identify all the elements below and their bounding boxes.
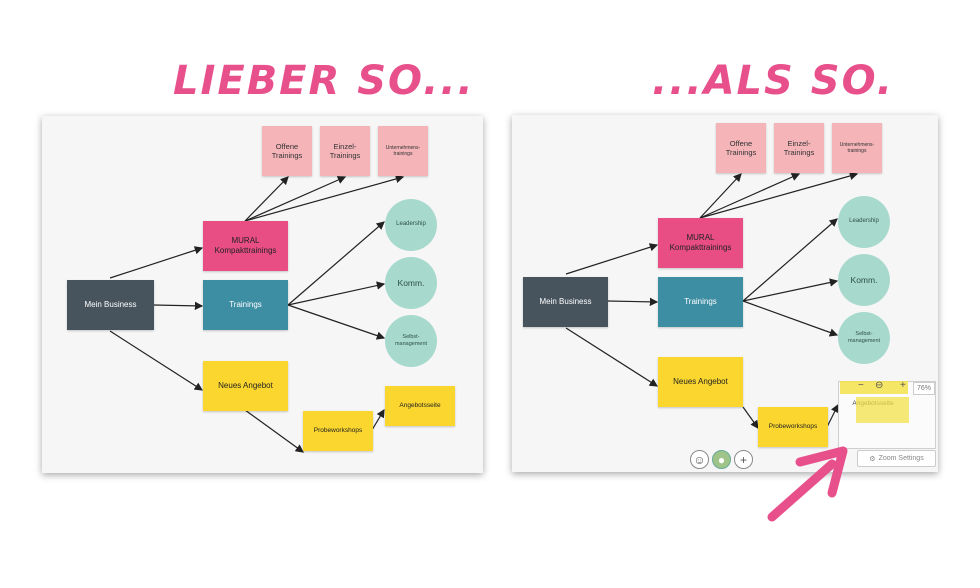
zoom-viewport-frame[interactable] bbox=[856, 397, 909, 423]
node-r-offene-trainings[interactable]: Offene Trainings bbox=[716, 123, 766, 173]
node-r-einzel-trainings[interactable]: Einzel- Trainings bbox=[774, 123, 824, 173]
arrow-business-mural bbox=[109, 246, 204, 279]
zoom-slider-bar[interactable] bbox=[840, 381, 908, 394]
arrow-r-business-angebot bbox=[565, 327, 659, 387]
node-komm[interactable]: Komm. bbox=[385, 257, 437, 309]
arrow-probe-angebotsseite bbox=[371, 408, 385, 431]
node-r-selbstmanagement[interactable]: Selbst- management bbox=[838, 312, 890, 364]
node-probeworkshops[interactable]: Probeworkshops bbox=[303, 411, 373, 451]
node-r-neues-angebot[interactable]: Neues Angebot bbox=[658, 357, 743, 407]
arrow-business-angebot bbox=[109, 330, 204, 391]
arrow-trainings-leadership bbox=[287, 221, 385, 306]
zoom-settings-button[interactable]: ⚙ Zoom Settings bbox=[857, 450, 936, 467]
plus-icon[interactable]: + bbox=[734, 450, 753, 469]
arrow-r-mural-einzel bbox=[699, 173, 801, 219]
arrow-mural-unternehmen bbox=[244, 174, 405, 222]
heading-left: LIEBER SO... bbox=[173, 58, 475, 104]
node-r-leadership[interactable]: Leadership bbox=[838, 196, 890, 248]
arrow-r-business-mural bbox=[565, 243, 659, 275]
smiley-icon[interactable]: ☺ bbox=[690, 450, 709, 469]
node-r-probeworkshops[interactable]: Probeworkshops bbox=[758, 407, 828, 447]
gear-icon: ⚙ bbox=[869, 455, 876, 463]
node-r-komm[interactable]: Komm. bbox=[838, 254, 890, 306]
arrow-business-trainings bbox=[153, 301, 204, 311]
arrow-r-angebot-probe bbox=[742, 406, 759, 429]
arrow-r-trainings-leadership bbox=[742, 218, 838, 302]
arrow-r-trainings-komm bbox=[742, 278, 839, 302]
arrow-r-business-trainings bbox=[607, 297, 659, 307]
node-selbstmanagement[interactable]: Selbst- management bbox=[385, 315, 437, 367]
arrow-r-mural-offene bbox=[699, 173, 742, 219]
node-unternehmenstrainings[interactable]: Unternehmens- trainings bbox=[378, 126, 428, 176]
node-r-mural-kompakttrainings[interactable]: MURAL Kompakttrainings bbox=[658, 218, 743, 268]
user-avatar-icon[interactable]: ● bbox=[712, 450, 731, 469]
node-trainings[interactable]: Trainings bbox=[203, 280, 288, 330]
zoom-percent-label: 76% bbox=[913, 382, 935, 395]
arrow-r-trainings-selbst bbox=[742, 300, 839, 337]
arrow-trainings-komm bbox=[287, 281, 386, 306]
zoom-in-button[interactable]: + bbox=[900, 380, 906, 391]
node-r-unternehmenstrainings[interactable]: Unternehmens- trainings bbox=[832, 123, 882, 173]
node-mein-business[interactable]: Mein Business bbox=[67, 280, 154, 330]
zoom-settings-label: Zoom Settings bbox=[878, 455, 924, 462]
node-r-trainings[interactable]: Trainings bbox=[658, 277, 743, 327]
arrow-r-mural-unternehmen bbox=[699, 171, 859, 219]
node-neues-angebot[interactable]: Neues Angebot bbox=[203, 361, 288, 411]
node-angebotsseite[interactable]: Angebotsseite bbox=[385, 386, 455, 426]
arrow-mural-offene bbox=[244, 176, 289, 222]
zoom-fit-icon[interactable]: ⊖ bbox=[875, 380, 884, 391]
arrow-r-probe-angebotsseite bbox=[826, 403, 839, 428]
arrow-mural-einzel bbox=[244, 176, 347, 222]
arrow-trainings-selbst bbox=[287, 304, 386, 340]
node-einzel-trainings[interactable]: Einzel- Trainings bbox=[320, 126, 370, 176]
arrow-angebot-probe bbox=[244, 409, 304, 453]
node-leadership[interactable]: Leadership bbox=[385, 199, 437, 251]
heading-right: ...ALS SO. bbox=[652, 58, 894, 104]
node-mural-kompakttrainings[interactable]: MURAL Kompakttrainings bbox=[203, 221, 288, 271]
zoom-out-button[interactable]: − bbox=[858, 380, 864, 391]
node-offene-trainings[interactable]: Offene Trainings bbox=[262, 126, 312, 176]
node-r-mein-business[interactable]: Mein Business bbox=[523, 277, 608, 327]
